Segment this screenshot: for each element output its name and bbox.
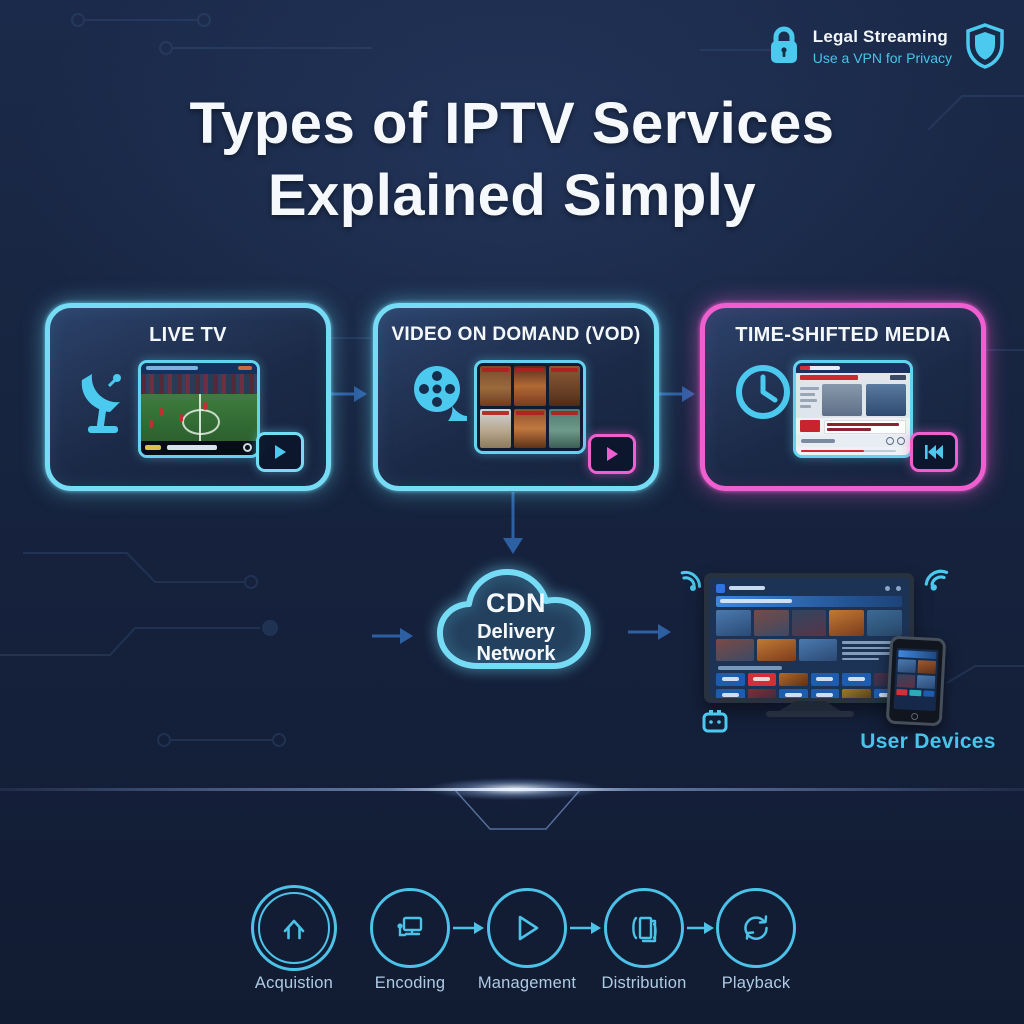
time-shifted-thumbnail xyxy=(793,360,913,458)
wifi-icon xyxy=(680,570,702,591)
pages-icon xyxy=(632,916,657,943)
phone-screen xyxy=(893,647,939,712)
cdn-delivery-label: Delivery xyxy=(477,621,555,643)
set-top-box-icon xyxy=(702,710,728,733)
pipeline-label-distribution: Distribution xyxy=(601,974,687,992)
pipeline-step-playback xyxy=(716,888,796,968)
tv-stand xyxy=(776,701,844,713)
badge-title: Legal Streaming xyxy=(812,26,948,46)
page-title: Types of IPTV Services Explained Simply xyxy=(0,88,1024,232)
pipeline-label-acquisition: Acquistion xyxy=(254,974,334,992)
card-time-shifted-title: TIME-SHIFTED MEDIA xyxy=(735,324,951,346)
home-icon xyxy=(283,919,305,940)
pipeline-label-management: Management xyxy=(477,974,577,992)
card-vod: VIDEO ON DOMAND (VOD) xyxy=(373,303,659,491)
refresh-icon xyxy=(744,915,768,940)
cdn-network-label: Network xyxy=(476,643,556,666)
play-button xyxy=(588,434,636,474)
arrow-cdn-to-devices xyxy=(628,624,671,640)
tv-stand-base xyxy=(766,711,854,717)
badge-subtitle: Use a VPN for Privacy xyxy=(812,49,952,66)
tv-screen xyxy=(709,578,909,698)
pipeline-step-distribution xyxy=(604,888,684,968)
vod-thumbnail xyxy=(474,360,586,454)
play-button xyxy=(256,432,304,472)
satellite-dish-icon xyxy=(81,374,121,433)
live-tv-thumbnail xyxy=(138,360,260,458)
arrow-into-cdn xyxy=(372,628,413,644)
pipeline-label-encoding: Encoding xyxy=(374,974,446,992)
rewind-button xyxy=(910,432,958,472)
play-icon xyxy=(607,447,618,461)
pipeline-arrow xyxy=(453,922,484,934)
arrow-live-to-vod xyxy=(330,386,367,402)
clock-icon xyxy=(736,365,790,419)
monitor-icon xyxy=(397,916,423,937)
shield-icon xyxy=(966,23,1004,69)
divider-line xyxy=(0,788,1024,791)
pipeline-step-encoding xyxy=(370,888,450,968)
card-time-shifted: TIME-SHIFTED MEDIA xyxy=(700,303,986,491)
arrow-down-to-cdn xyxy=(503,492,523,554)
cdn-label: CDN xyxy=(486,588,546,618)
pipeline-label-playback: Playback xyxy=(721,974,791,992)
pipeline-step-management xyxy=(487,888,567,968)
card-vod-title: VIDEO ON DOMAND (VOD) xyxy=(391,324,641,345)
cdn-cloud: CDN Delivery Network xyxy=(418,554,614,686)
smartphone xyxy=(885,635,947,727)
pipeline-step-acquisition xyxy=(251,885,337,971)
rewind-icon xyxy=(925,445,943,459)
film-reel-icon xyxy=(414,366,467,421)
divider-trapezoid xyxy=(454,789,581,830)
title-line-1: Types of IPTV Services xyxy=(189,91,835,156)
arrow-vod-to-timeshift xyxy=(658,386,695,402)
wifi-icon xyxy=(924,569,949,591)
user-devices-label: User Devices xyxy=(860,730,996,753)
card-live-tv-title: LIVE TV xyxy=(149,324,227,346)
pipeline-arrow xyxy=(570,922,601,934)
pipeline-arrow xyxy=(687,922,714,934)
smart-tv xyxy=(704,573,914,703)
lock-icon xyxy=(770,26,797,63)
card-live-tv: LIVE TV xyxy=(45,303,331,491)
title-line-2: Explained Simply xyxy=(267,162,757,228)
play-icon xyxy=(518,915,539,941)
play-icon xyxy=(275,445,286,459)
legal-streaming-badge: Legal Streaming Use a VPN for Privacy xyxy=(767,22,1006,70)
